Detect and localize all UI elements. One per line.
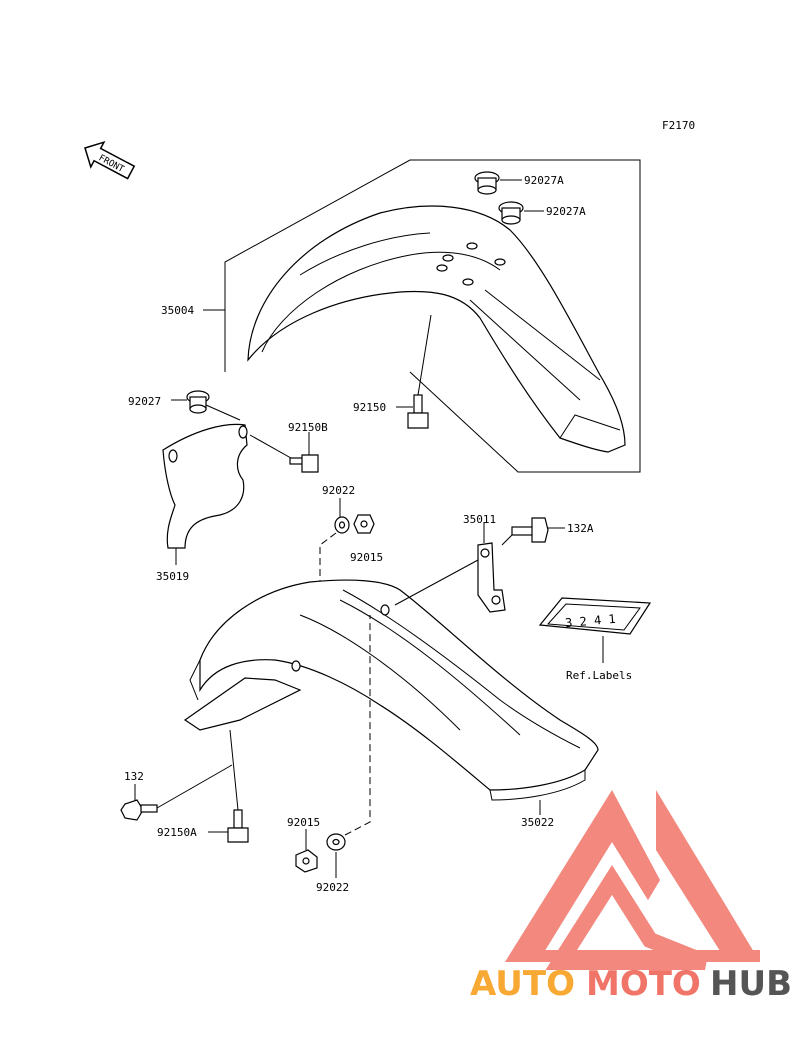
bolt-92150A <box>227 729 249 843</box>
watermark-logo <box>505 790 760 970</box>
label-35011: 35011 <box>463 513 496 526</box>
label-35022: 35022 <box>521 816 554 829</box>
label-35004: 35004 <box>161 304 194 317</box>
label-92150A: 92150A <box>157 826 197 839</box>
label-35019: 35019 <box>156 570 189 583</box>
label-92015-top: 92015 <box>350 551 383 564</box>
label-92022-top: 92022 <box>322 484 355 497</box>
ref-label-plate-text: 3 2 4 1 <box>565 612 617 630</box>
bolt-92150B <box>249 434 319 473</box>
watermark-moto: MOTO <box>586 964 701 1004</box>
watermark-auto: AUTO <box>470 964 575 1004</box>
grommet-92027 <box>186 390 210 414</box>
bolt-132 <box>120 764 233 821</box>
front-fender <box>247 205 626 453</box>
bracket-35011 <box>477 542 506 613</box>
ref-label-plate: 3 2 4 1 <box>538 597 652 635</box>
bolt-132A <box>501 517 549 546</box>
grommet-92027A-1 <box>474 171 500 195</box>
label-92027: 92027 <box>128 395 161 408</box>
rear-fender <box>183 579 599 801</box>
mud-guard-35019 <box>162 423 248 549</box>
label-92027A-2: 92027A <box>546 205 586 218</box>
label-92150B: 92150B <box>288 421 328 434</box>
label-92150: 92150 <box>353 401 386 414</box>
grommet-92027A-2 <box>498 201 524 225</box>
watermark-text: AUTO MOTO HUB <box>470 964 792 1004</box>
label-132A: 132A <box>567 522 594 535</box>
label-92027A-1: 92027A <box>524 174 564 187</box>
bolt-92150 <box>407 314 432 429</box>
front-fender-frame <box>224 159 641 473</box>
watermark-hub: HUB <box>710 964 792 1004</box>
label-132: 132 <box>124 770 144 783</box>
label-ref-labels: Ref.Labels <box>566 669 632 682</box>
figure-code: F2170 <box>662 119 695 132</box>
front-arrow-icon: FRONT <box>84 140 136 180</box>
label-92022-bottom: 92022 <box>316 881 349 894</box>
label-92015-bottom: 92015 <box>287 816 320 829</box>
